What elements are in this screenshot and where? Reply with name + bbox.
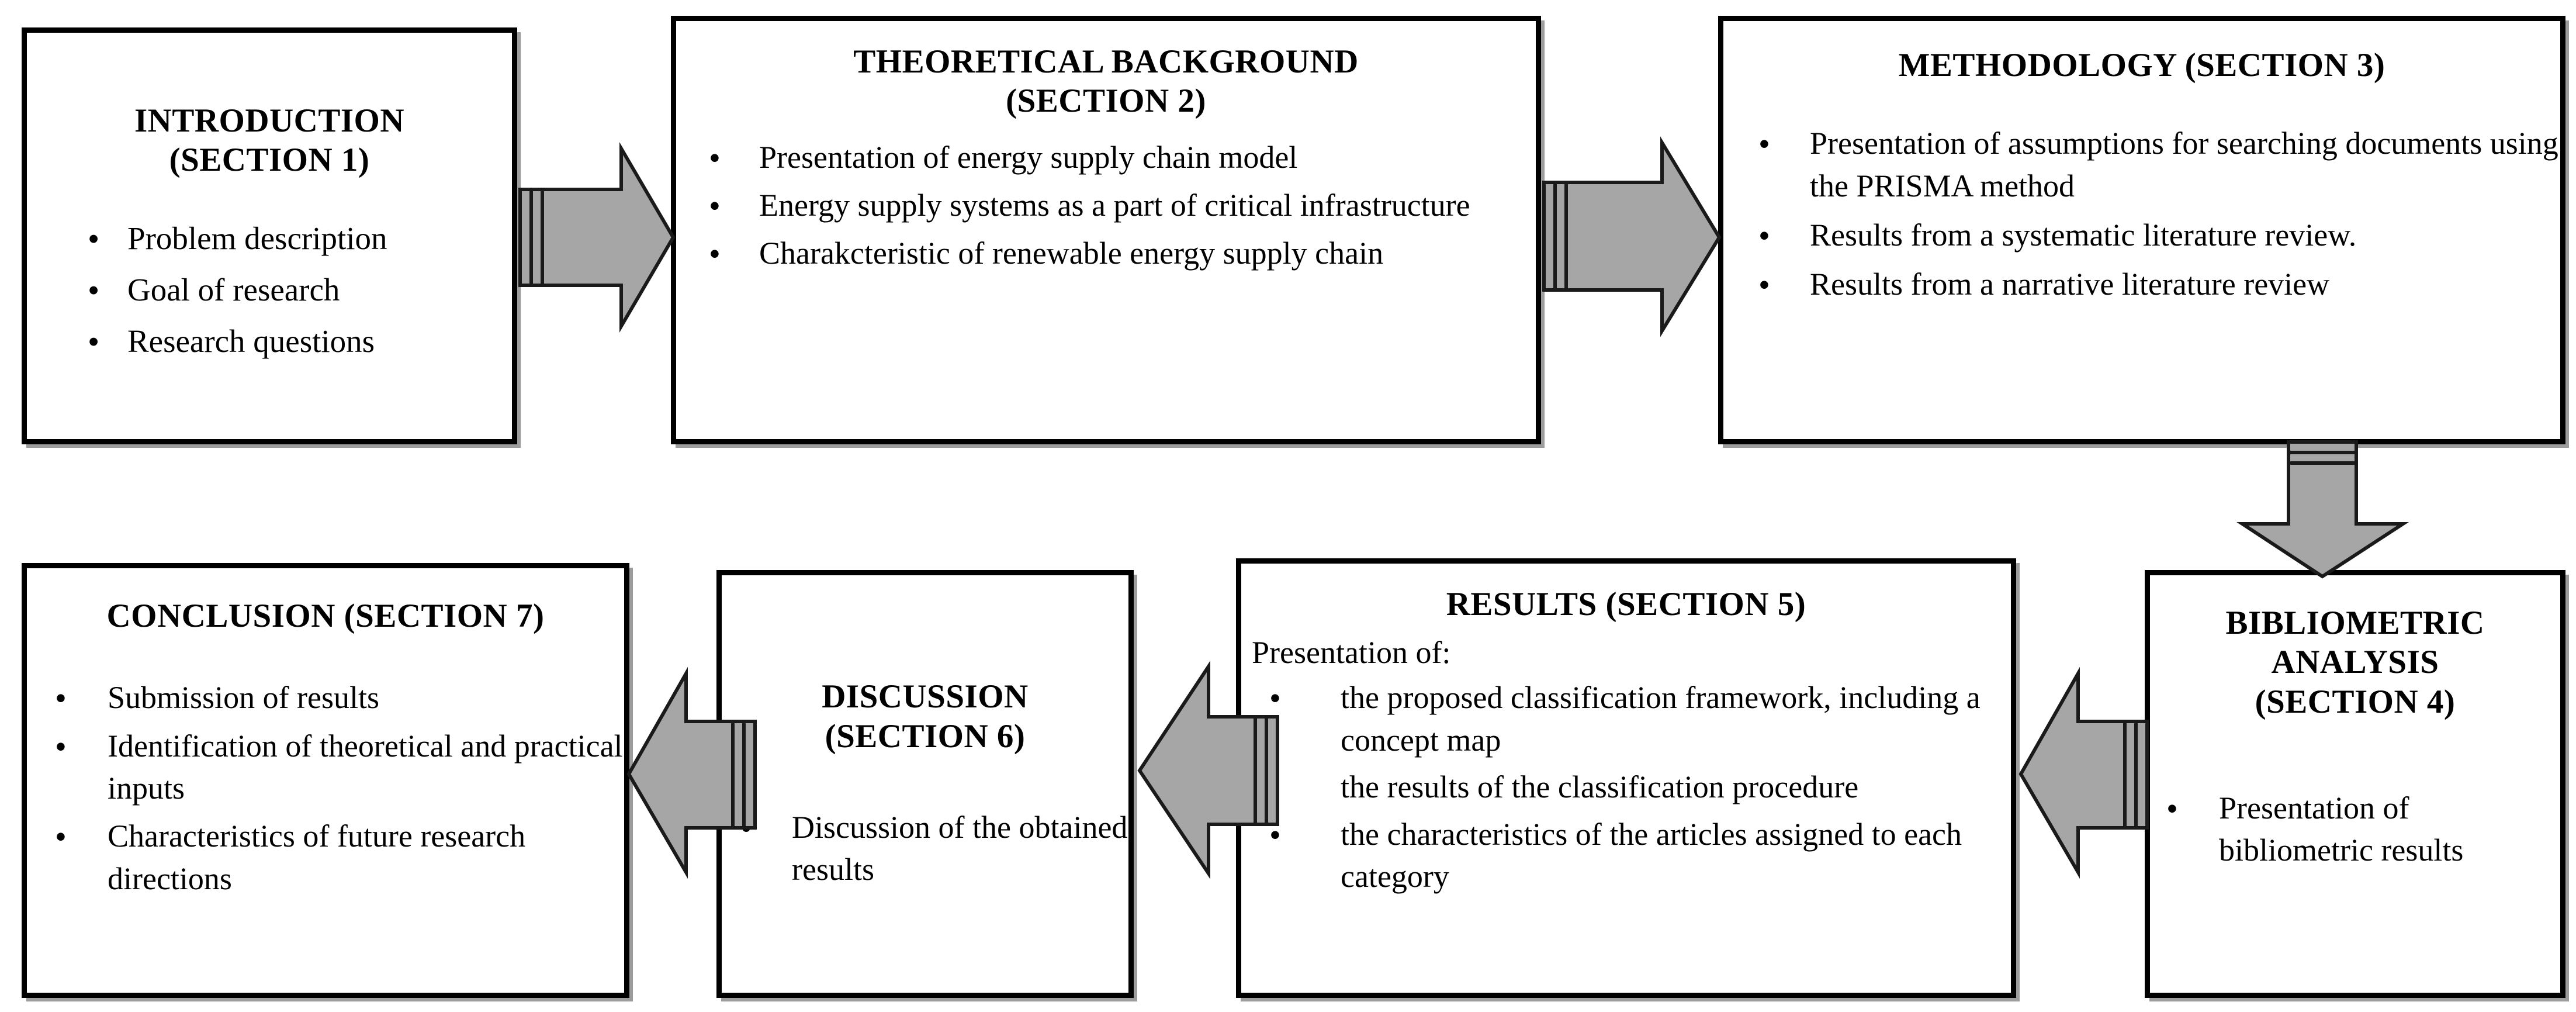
list-item: Goal of research [88, 268, 512, 313]
list-item: Results from a narrative literature revi… [1758, 263, 2560, 308]
node-discussion-bullets: Discussion of the obtained results [722, 806, 1128, 891]
node-results-lead: Presentation of: [1252, 635, 1451, 671]
node-introduction[interactable]: INTRODUCTION (SECTION 1) Problem descrip… [22, 27, 517, 444]
list-item: the proposed classification framework, i… [1269, 676, 2011, 761]
node-theoretical-background-bullets: Presentation of energy supply chain mode… [676, 136, 1536, 281]
node-bibliometric-analysis[interactable]: BIBLIOMETRIC ANALYSIS (SECTION 4) Presen… [2145, 570, 2565, 998]
list-item: Discussion of the obtained results [740, 806, 1128, 891]
node-methodology-title: METHODOLOGY (SECTION 3) [1898, 47, 2385, 84]
list-item: Charakcteristic of renewable energy supp… [709, 232, 1536, 277]
node-conclusion[interactable]: CONCLUSION (SECTION 7) Submission of res… [22, 563, 629, 998]
node-methodology-bullets: Presentation of assumptions for searchin… [1723, 122, 2560, 312]
node-discussion-content: DISCUSSION (SECTION 6) Discussion of the… [722, 575, 1128, 993]
list-item: the characteristics of the articles assi… [1269, 813, 2011, 898]
node-theoretical-background-content: THEORETICAL BACKGROUND (SECTION 2) Prese… [676, 21, 1536, 439]
list-item: Results from a systematic literature rev… [1758, 214, 2560, 258]
node-methodology[interactable]: METHODOLOGY (SECTION 3) Presentation of … [1718, 16, 2565, 444]
list-item: Identification of theoretical and practi… [55, 725, 624, 810]
node-bibliometric-analysis-bullets: Presentation of bibliometric results [2150, 787, 2560, 872]
node-theoretical-background-title: THEORETICAL BACKGROUND (SECTION 2) [853, 43, 1359, 120]
list-item: Characteristics of future research direc… [55, 815, 624, 900]
node-results[interactable]: RESULTS (SECTION 5) Presentation of: the… [1236, 558, 2016, 998]
arrow-left-icon-bibliometric-to-results [2013, 666, 2153, 879]
list-item: Presentation of bibliometric results [2166, 787, 2560, 872]
node-conclusion-bullets: Submission of results Identification of … [27, 676, 624, 906]
list-item: Energy supply systems as a part of criti… [709, 184, 1536, 229]
node-introduction-content: INTRODUCTION (SECTION 1) Problem descrip… [27, 33, 512, 439]
arrow-down-icon-methodology-to-bibliometric [2236, 437, 2458, 581]
node-conclusion-title: CONCLUSION (SECTION 7) [106, 597, 545, 634]
node-introduction-bullets: Problem description Goal of research Res… [27, 217, 512, 371]
list-item: Presentation of assumptions for searchin… [1758, 122, 2560, 207]
list-item: Problem description [88, 217, 512, 262]
arrow-right-icon-intro-to-theoretical [514, 141, 678, 333]
list-item: Presentation of energy supply chain mode… [709, 136, 1536, 181]
node-methodology-content: METHODOLOGY (SECTION 3) Presentation of … [1723, 21, 2560, 439]
list-item: Submission of results [55, 676, 624, 721]
list-item: Research questions [88, 320, 512, 365]
arrow-left-icon-results-to-discussion [1131, 661, 1283, 879]
node-results-title: RESULTS (SECTION 5) [1446, 586, 1806, 623]
node-results-content: RESULTS (SECTION 5) Presentation of: the… [1241, 564, 2011, 993]
node-discussion[interactable]: DISCUSSION (SECTION 6) Discussion of the… [716, 570, 1134, 998]
node-bibliometric-analysis-content: BIBLIOMETRIC ANALYSIS (SECTION 4) Presen… [2150, 575, 2560, 993]
node-results-bullets: the proposed classification framework, i… [1241, 676, 2011, 902]
node-theoretical-background[interactable]: THEORETICAL BACKGROUND (SECTION 2) Prese… [671, 16, 1541, 444]
arrow-right-icon-theoretical-to-methodology [1538, 136, 1725, 337]
node-bibliometric-analysis-title: BIBLIOMETRIC ANALYSIS (SECTION 4) [2225, 605, 2485, 720]
node-discussion-title: DISCUSSION (SECTION 6) [822, 678, 1029, 755]
node-conclusion-content: CONCLUSION (SECTION 7) Submission of res… [27, 568, 624, 993]
arrow-left-icon-discussion-to-conclusion [621, 666, 761, 879]
list-item: the results of the classification proced… [1269, 766, 2011, 810]
node-introduction-title: INTRODUCTION (SECTION 1) [134, 102, 405, 178]
